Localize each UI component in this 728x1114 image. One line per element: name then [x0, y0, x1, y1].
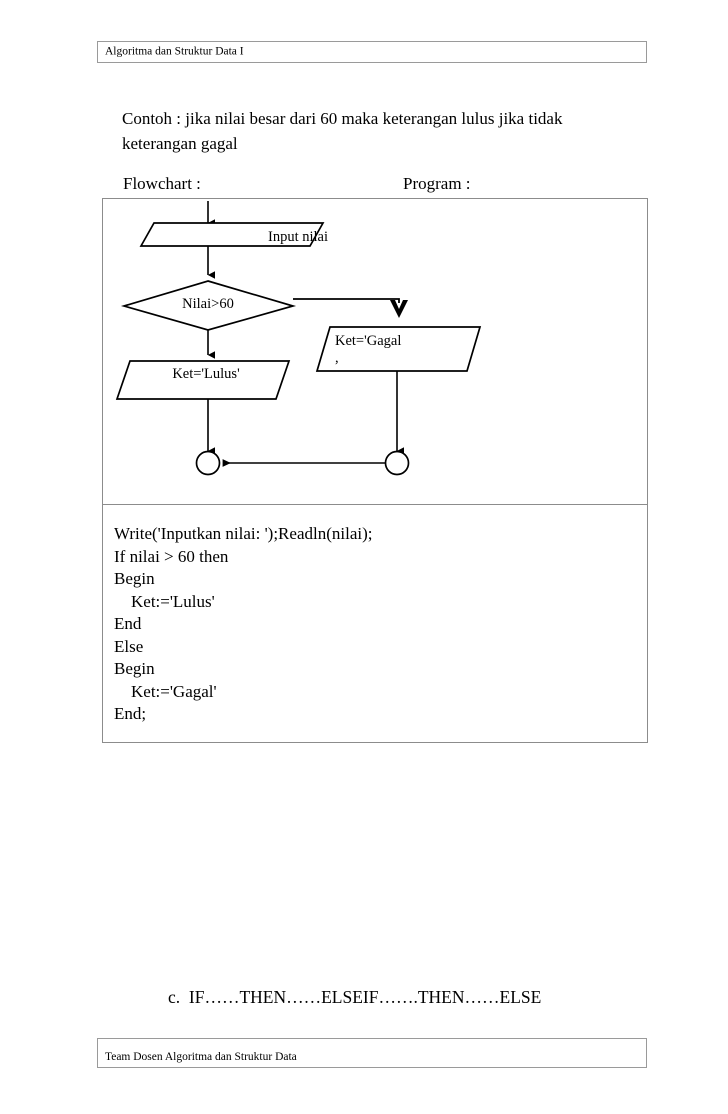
- flowchart-diagram: [115, 201, 482, 476]
- page-header: Algoritma dan Struktur Data I: [97, 41, 647, 63]
- page-footer: Team Dosen Algoritma dan Struktur Data: [97, 1038, 647, 1068]
- shape-ket-lulus: [115, 360, 291, 400]
- node-label-ket-gagal: Ket='Gagal ,: [335, 333, 402, 366]
- program-code-text: Write('Inputkan nilai: ');Readln(nilai);…: [114, 524, 373, 723]
- page-footer-text: Team Dosen Algoritma dan Struktur Data: [105, 1051, 297, 1063]
- flowchart-label: Flowchart :: [123, 174, 201, 193]
- node-label-decision: Nilai>60: [182, 296, 234, 312]
- program-label: Program :: [403, 174, 471, 193]
- program-code-panel: Write('Inputkan nilai: ');Readln(nilai);…: [102, 504, 648, 743]
- shape-ket-gagal: [315, 326, 482, 372]
- page-header-text: Algoritma dan Struktur Data I: [105, 45, 244, 58]
- flowchart-panel: Input nilai Nilai>60 Ket='Gagal , Ket='L…: [102, 198, 648, 505]
- node-label-ket-lulus: Ket='Lulus': [172, 366, 240, 382]
- chevron-down-icon: [390, 300, 408, 318]
- connector-false-branch: [293, 298, 400, 303]
- list-item: c. IF……THEN……ELSEIF…….THEN……ELSE: [168, 987, 542, 1007]
- node-label-input-nilai: Input nilai: [267, 229, 328, 245]
- shape-input-nilai: [139, 222, 325, 247]
- intro-paragraph: Contoh : jika nilai besar dari 60 maka k…: [122, 109, 563, 153]
- terminator-right: [384, 450, 410, 476]
- terminator-left: [195, 450, 221, 476]
